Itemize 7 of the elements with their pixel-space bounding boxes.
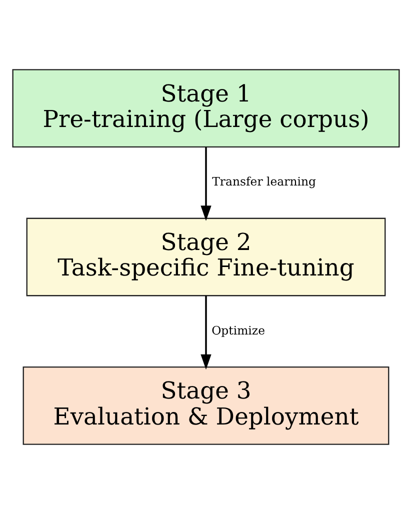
arrow bbox=[200, 146, 212, 220]
arrow bbox=[200, 295, 212, 370]
node-box: Stage 2 Task-specific Fine-tuning bbox=[26, 217, 386, 296]
edge-label: Transfer learning bbox=[212, 174, 316, 188]
edge-label: Optimize bbox=[212, 322, 265, 337]
node-box: Stage 1 Pre-training (Large corpus) bbox=[12, 68, 400, 148]
node-box: Stage 3 Evaluation & Deployment bbox=[22, 366, 390, 444]
